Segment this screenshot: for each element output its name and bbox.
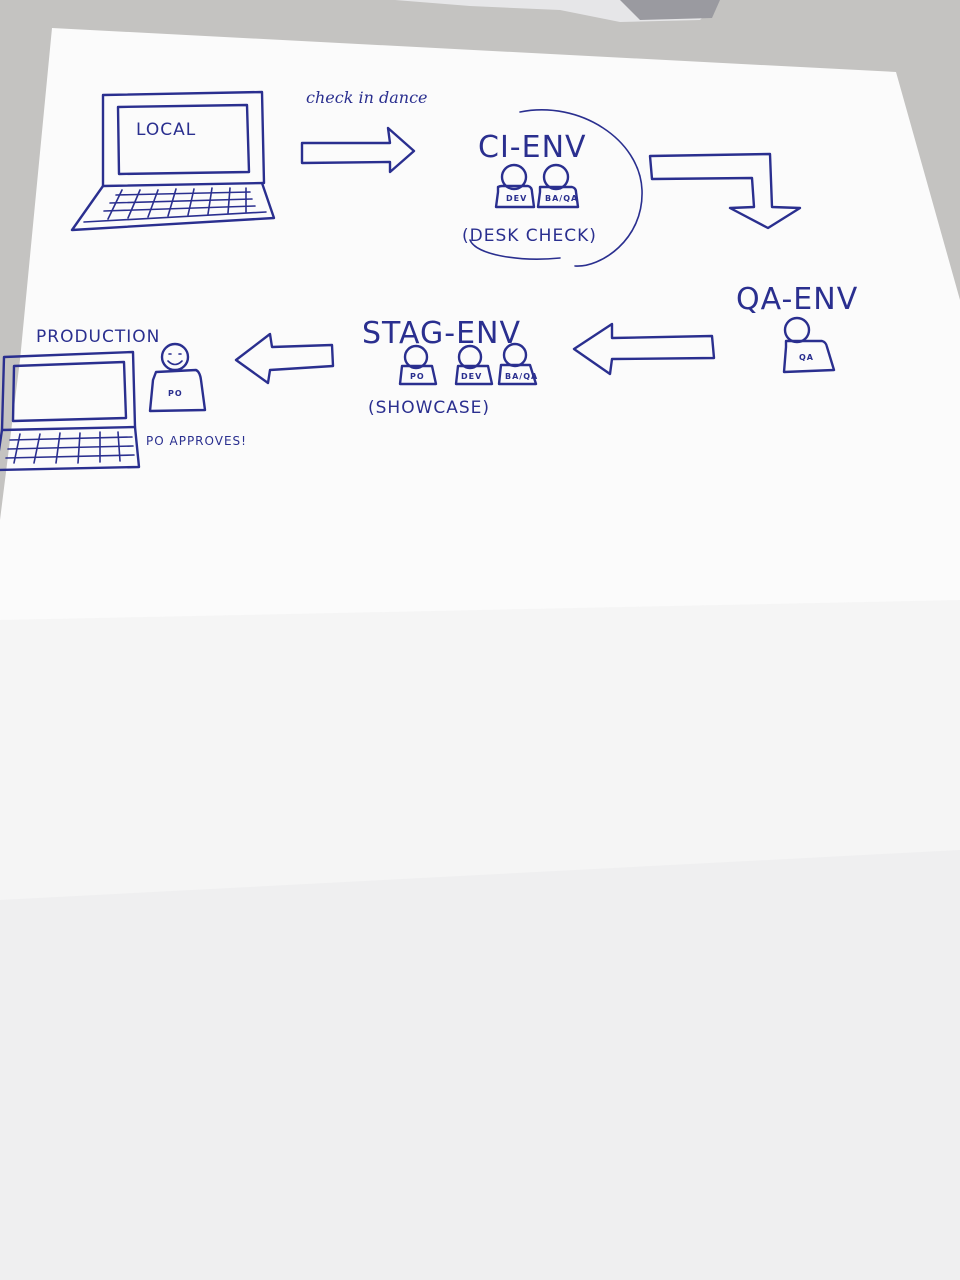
po-approves-label: PO APPROVES!	[146, 434, 247, 448]
production-po-person	[148, 342, 207, 413]
stag-dev-badge: DEV	[461, 372, 482, 381]
ci-ba-badge: BA/QA	[545, 194, 578, 203]
check-in-label: check in dance	[306, 88, 428, 107]
arrow-ci-to-qa	[648, 152, 802, 230]
ci-env-circle	[469, 109, 643, 267]
ci-env-label: CI-ENV	[478, 130, 587, 165]
stag-po-badge: PO	[410, 372, 425, 381]
prod-po-badge: PO	[168, 389, 183, 398]
desk-check-label: (DESK CHECK)	[462, 226, 597, 246]
showcase-label: (SHOWCASE)	[368, 398, 490, 418]
stag-env-label: STAG-ENV	[362, 316, 521, 351]
production-laptop	[0, 350, 141, 472]
ci-dev-badge: DEV	[506, 194, 527, 203]
qa-person	[782, 316, 836, 374]
arrow-stag-to-prod	[234, 332, 335, 385]
arrow-local-to-ci	[300, 126, 416, 174]
local-label: LOCAL	[136, 120, 196, 140]
ci-ba-person	[536, 163, 580, 209]
qa-env-label: QA-ENV	[736, 282, 858, 317]
stag-dev-person	[454, 344, 494, 386]
arrow-qa-to-stag	[572, 322, 716, 376]
stag-po-person	[398, 344, 438, 386]
production-label: PRODUCTION	[36, 327, 160, 347]
ci-dev-person	[494, 163, 536, 209]
qa-badge: QA	[799, 353, 814, 362]
stag-ba-person	[497, 342, 538, 386]
paper-stack	[395, 0, 720, 22]
stag-ba-badge: BA/QA	[505, 372, 538, 381]
local-laptop	[70, 90, 276, 232]
